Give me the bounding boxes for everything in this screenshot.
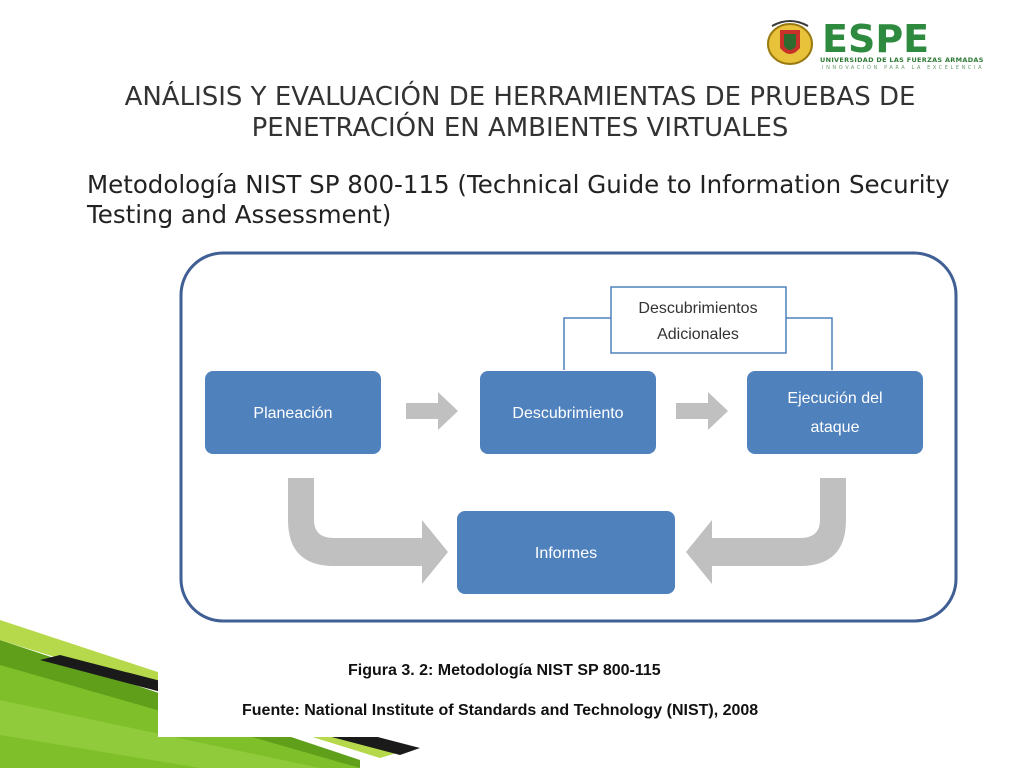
logo-motto: INNOVACIÓN PARA LA EXCELENCIA: [822, 65, 985, 71]
slide-title: ANÁLISIS Y EVALUACIÓN DE HERRAMIENTAS DE…: [60, 82, 980, 144]
node-reports: [457, 511, 675, 594]
arrow-planning-to-discovery: [406, 392, 458, 430]
slide-title-line-2: PENETRACIÓN EN AMBIENTES VIRTUALES: [251, 113, 789, 143]
figure-caption-source: Fuente: National Institute of Standards …: [242, 702, 759, 719]
slide-subtitle-line-2: Testing and Assessment): [87, 200, 392, 229]
additional-discoveries-label-1: Descubrimientos: [638, 300, 757, 317]
arrow-discovery-to-attack: [676, 392, 728, 430]
node-discovery-label: Descubrimiento: [512, 405, 623, 422]
espe-logo: ESPE UNIVERSIDAD DE LAS FUERZAS ARMADAS …: [762, 17, 985, 76]
node-attack: [747, 371, 923, 454]
additional-discoveries-label-2: Adicionales: [657, 326, 739, 343]
arrow-attack-to-reports: [686, 478, 846, 584]
espe-emblem-icon: ESPE: [767, 17, 929, 65]
node-reports-label: Informes: [535, 545, 597, 562]
additional-discoveries-box: [610, 286, 787, 354]
figure-caption-title: Figura 3. 2: Metodología NIST SP 800-115: [348, 662, 661, 679]
figure-caption: Figura 3. 2: Metodología NIST SP 800-115…: [158, 653, 918, 737]
logo-subtitle: UNIVERSIDAD DE LAS FUERZAS ARMADAS: [820, 56, 984, 64]
logo-wordmark: ESPE: [822, 18, 929, 61]
slide-subtitle-line-1: Metodología NIST SP 800-115 (Technical G…: [87, 170, 950, 199]
node-attack-label-1: Ejecución del: [787, 390, 882, 407]
node-discovery: [480, 371, 656, 454]
node-planning: [205, 371, 381, 454]
node-attack-label-2: ataque: [811, 419, 860, 436]
feedback-line-right: [786, 317, 833, 370]
feedback-line-left: [563, 317, 612, 370]
node-planning-label: Planeación: [253, 405, 332, 422]
arrow-planning-to-reports: [288, 478, 448, 584]
slide-title-line-1: ANÁLISIS Y EVALUACIÓN DE HERRAMIENTAS DE…: [124, 82, 916, 112]
slide-subtitle: Metodología NIST SP 800-115 (Technical G…: [87, 170, 987, 230]
